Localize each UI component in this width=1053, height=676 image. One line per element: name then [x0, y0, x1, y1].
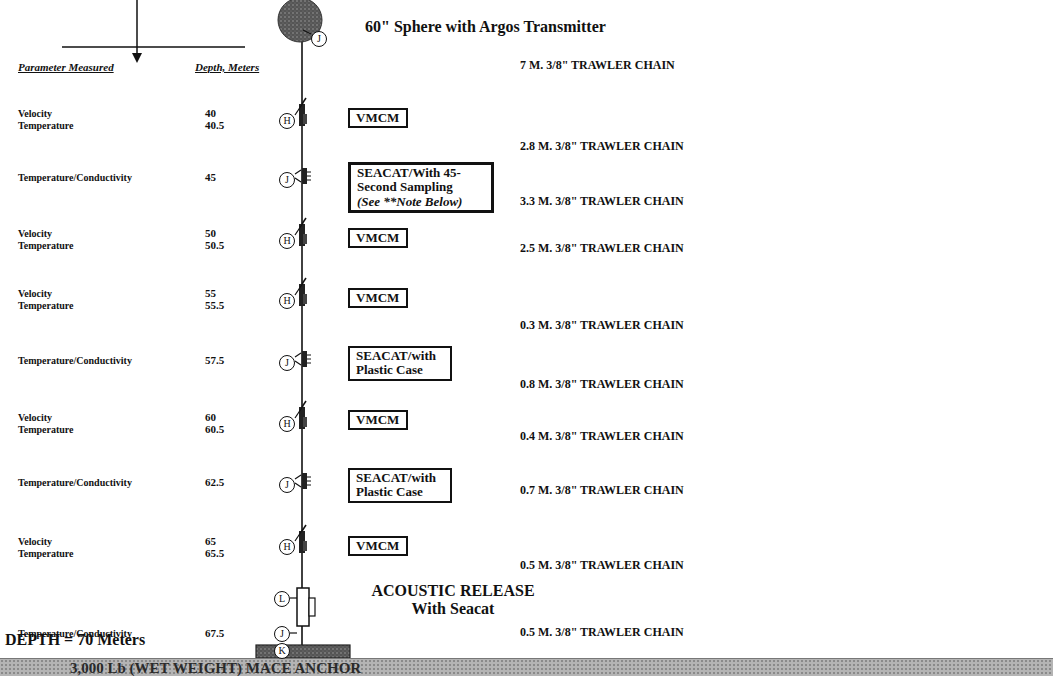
parameter-name: Velocity [18, 108, 52, 119]
vmcm-instrument [299, 401, 307, 429]
instrument-box: VMCM [348, 228, 408, 248]
vmcm-instrument [299, 218, 307, 246]
instrument-box: VMCM [348, 288, 408, 308]
callout-letter: J [274, 626, 290, 642]
acoustic-release [297, 588, 309, 626]
parameter-name: Velocity [18, 536, 52, 547]
parameter-name: Temperature [18, 548, 74, 559]
parameter-name: Temperature [18, 120, 74, 131]
callout-letter: H [279, 113, 295, 129]
instrument-box: SEACAT/with Plastic Case [348, 468, 452, 503]
callout-letter: J [279, 355, 295, 371]
chain-label: 0.5 M. 3/8" TRAWLER CHAIN [520, 626, 684, 639]
parameter-name: Velocity [18, 228, 52, 239]
box-text: 3,000 Lb (WET WEIGHT) MACE ANCHOR [70, 659, 1053, 676]
component-label: 60" Sphere with Argos Transmitter [365, 18, 685, 36]
vmcm-instrument [299, 98, 307, 126]
bracket-line [62, 46, 245, 48]
callout-letter: L [274, 591, 290, 607]
column-header: Depth, Meters [195, 61, 259, 73]
depth-value: 55.5 [205, 299, 224, 311]
depth-value: 57.5 [205, 354, 224, 366]
parameter-name: Velocity [18, 412, 52, 423]
chain-label: 2.5 M. 3/8" TRAWLER CHAIN [520, 242, 684, 255]
seacat-instrument [302, 473, 311, 489]
depth-value: 40.5 [205, 119, 224, 131]
box-text: VMCM [356, 539, 400, 553]
pointer-arrowhead [132, 53, 142, 63]
box-text: SEACAT/With 45-Second Sampling [357, 166, 485, 195]
instrument-box: VMCM [348, 108, 408, 128]
depth-value: 40 [205, 107, 216, 119]
parameter-name: Temperature/Conductivity [18, 477, 132, 488]
depth-value: 60 [205, 411, 216, 423]
pointer-line [136, 0, 138, 54]
callout-letter: H [279, 293, 295, 309]
chain-label: 0.4 M. 3/8" TRAWLER CHAIN [520, 430, 684, 443]
seacat-instrument [302, 168, 311, 184]
box-text: SEACAT/with Plastic Case [356, 471, 444, 500]
mace-anchor [256, 645, 350, 658]
depth-note: DEPTH = 70 Meters [5, 631, 205, 649]
box-text: VMCM [356, 291, 400, 305]
mooring-line [301, 38, 303, 645]
parameter-name: Velocity [18, 288, 52, 299]
parameter-name: Temperature [18, 424, 74, 435]
callout-letter: J [279, 172, 295, 188]
parameter-name: Temperature [18, 240, 74, 251]
depth-value: 45 [205, 171, 216, 183]
parameter-name: Temperature/Conductivity [18, 172, 132, 183]
callout-letter: H [279, 416, 295, 432]
depth-value: 60.5 [205, 423, 224, 435]
depth-value: 67.5 [205, 627, 224, 639]
chain-label: 0.5 M. 3/8" TRAWLER CHAIN [520, 559, 684, 572]
callout-letter: H [279, 539, 295, 555]
depth-value: 65 [205, 535, 216, 547]
callout-letter: H [279, 233, 295, 249]
instrument-box: VMCM [348, 410, 408, 430]
callout-letter: J [311, 31, 327, 47]
box-text: VMCM [356, 111, 400, 125]
box-text: VMCM [356, 413, 400, 427]
callout-letter: J [279, 477, 295, 493]
box-text: SEACAT/with Plastic Case [356, 349, 444, 378]
chain-label: 7 M. 3/8" TRAWLER CHAIN [520, 59, 675, 72]
instrument-box: SEACAT/with Plastic Case [348, 346, 452, 381]
chain-label: 2.8 M. 3/8" TRAWLER CHAIN [520, 140, 684, 153]
instrument-box: SEACAT/With 45-Second Sampling(See **Not… [348, 162, 494, 213]
release-seacat [309, 598, 315, 616]
callout-letter: K [274, 643, 290, 659]
parameter-name: Temperature [18, 300, 74, 311]
chain-label: 0.8 M. 3/8" TRAWLER CHAIN [520, 378, 684, 391]
chain-label: 0.7 M. 3/8" TRAWLER CHAIN [520, 484, 684, 497]
depth-value: 50 [205, 227, 216, 239]
depth-value: 55 [205, 287, 216, 299]
depth-value: 50.5 [205, 239, 224, 251]
parameter-name: Temperature/Conductivity [18, 355, 132, 366]
component-label: ACOUSTIC RELEASE With Seacat [358, 582, 548, 617]
instrument-box: VMCM [348, 536, 408, 556]
depth-value: 65.5 [205, 547, 224, 559]
depth-value: 62.5 [205, 476, 224, 488]
chain-label: 0.3 M. 3/8" TRAWLER CHAIN [520, 319, 684, 332]
seacat-instrument [302, 351, 311, 367]
column-header: Parameter Measured [18, 61, 114, 73]
chain-label: 3.3 M. 3/8" TRAWLER CHAIN [520, 195, 684, 208]
box-text: VMCM [356, 231, 400, 245]
leader-line [303, 30, 311, 34]
vmcm-instrument [299, 278, 307, 306]
box-text: (See **Note Below) [357, 195, 485, 209]
seabed-band: 3,000 Lb (WET WEIGHT) MACE ANCHOR [0, 658, 1053, 676]
